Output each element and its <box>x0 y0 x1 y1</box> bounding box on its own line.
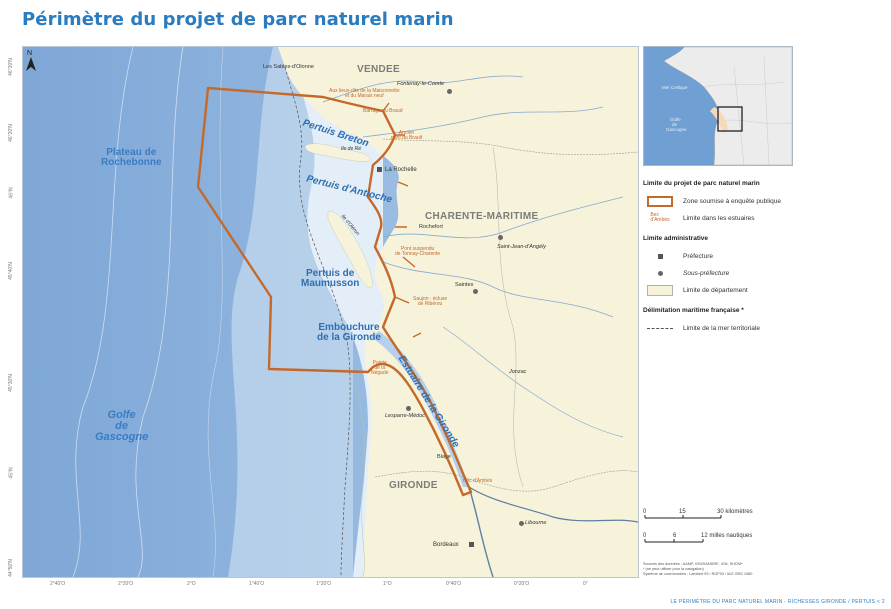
ile-de-re <box>305 143 371 162</box>
subprefecture-dot <box>447 89 452 94</box>
label-pertuis-maumusson: Pertuis de Maumusson <box>301 268 360 289</box>
svg-text:0: 0 <box>643 533 647 539</box>
legend-symbol-department <box>647 284 673 296</box>
prefecture-square <box>469 542 474 547</box>
label-ancien-pont: Ancien pont du Brault <box>391 130 423 141</box>
legend-title-admin: Limite administrative <box>643 235 709 242</box>
legend-title-park: Limite du projet de parc naturel marin <box>643 180 760 187</box>
svg-text:30 kilomètres: 30 kilomètres <box>717 509 753 515</box>
svg-text:15: 15 <box>679 509 686 515</box>
lat-label: 44°50'N <box>7 559 14 577</box>
lon-label: 0° <box>583 581 588 587</box>
inset-gascogne-2: de <box>672 122 678 127</box>
svg-text:Golfe de Gascogne: Golfe de Gascogne <box>666 117 687 132</box>
label-vendee: VENDEE <box>357 64 400 75</box>
lon-label: 0°20'O <box>514 581 530 587</box>
town-la-rochelle: La Rochelle <box>385 167 417 173</box>
label-golfe-gascogne: Golfe de Gascogne <box>95 409 149 443</box>
label-charente-maritime: CHARENTE-MARITIME <box>425 211 539 222</box>
prefecture-square <box>377 167 382 172</box>
town-blaye: Blaye <box>437 454 451 460</box>
legend-row-zone: Zone soumise à enquête publique <box>643 194 883 208</box>
subprefecture-dot <box>473 289 478 294</box>
legend-symbol-subprefecture <box>657 270 663 276</box>
territorial-sea-limit <box>284 66 351 577</box>
label-embouchure: Embouchure de la Gironde <box>317 322 381 343</box>
inset-gascogne-1: Golfe <box>670 117 681 122</box>
label-bec-ambes: Bec d'Ambès <box>463 478 493 484</box>
page-footer: LE PÉRIMÈTRE DU PARC NATUREL MARIN - RIC… <box>670 599 885 605</box>
subprefecture-dot <box>406 406 411 411</box>
label-negade: Pointe de la Négade <box>371 360 389 376</box>
label-gironde: GIRONDE <box>389 480 438 491</box>
lon-label: 2°20'O <box>118 581 134 587</box>
label-saujon: Saujon : écluse de Ribérou <box>413 296 448 307</box>
legend-row-prefecture: Préfecture <box>643 249 883 263</box>
dordogne-river <box>468 486 638 523</box>
ile-d-oleron <box>327 211 374 288</box>
scale-bar: 0 15 30 kilomètres 0 6 12 milles nautiqu… <box>643 504 803 554</box>
legend: Limite du projet de parc naturel marin Z… <box>643 180 883 345</box>
legend-symbol-estuary: Bec d'Ambès <box>650 211 670 223</box>
label-maisonnette: Aux lieux-dits de la Maisonnette et du M… <box>329 88 400 99</box>
lat-label: 46°N <box>8 187 15 199</box>
lat-label: 45°40'N <box>7 262 14 280</box>
lon-label: 1°40'O <box>249 581 265 587</box>
town-rochefort: Rochefort <box>419 224 443 230</box>
svg-text:Mer Celtique: Mer Celtique <box>662 85 688 90</box>
label-rochebonne: Plateau de Rochebonne <box>101 147 162 168</box>
inset-gascogne-3: Gascogne <box>666 127 687 132</box>
town-libourne: Libourne <box>525 520 547 526</box>
lat-label: 46°20'N <box>7 124 14 142</box>
legend-symbol-zone <box>647 195 673 207</box>
subprefecture-dot <box>498 235 503 240</box>
town-saintes: Saintes <box>455 282 474 288</box>
main-map[interactable]: Plateau de Rochebonne Golfe de Gascogne … <box>22 46 639 578</box>
page-title: Périmètre du projet de parc naturel mari… <box>22 9 454 30</box>
legend-row-estuary: Bec d'Ambès Limite dans les estuaires <box>650 211 755 223</box>
lon-label: 0°40'O <box>446 581 462 587</box>
coastal-shallows <box>293 47 383 577</box>
mainland <box>278 47 638 577</box>
park-perimeter <box>196 86 473 497</box>
legend-row-territorial: Limite de la mer territoriale <box>643 321 883 335</box>
town-lesparre: Lesparre-Médoc <box>385 413 426 419</box>
inset-frame <box>717 106 743 132</box>
svg-text:6: 6 <box>673 533 677 539</box>
north-arrow-icon: N <box>26 50 36 71</box>
label-ile-de-re: Ile de Ré <box>341 146 362 152</box>
inset-map: Mer Celtique Golfe de Gascogne <box>643 46 793 166</box>
subprefecture-dot <box>519 521 524 526</box>
lat-label: 45°N <box>8 467 15 479</box>
lon-label: 2°40'O <box>50 581 66 587</box>
lat-label: 46°30'N <box>7 58 14 76</box>
town-fontenay: Fontenay-le-Comte <box>397 81 445 87</box>
lon-label: 1°O <box>383 581 392 587</box>
legend-symbol-prefecture <box>657 253 663 259</box>
legend-symbol-territorial <box>647 327 673 329</box>
garonne-river <box>468 486 494 577</box>
map-svg <box>23 47 638 577</box>
legend-row-department: Limite de département <box>643 283 883 297</box>
town-st-jean: Saint-Jean-d'Angély <box>497 244 547 250</box>
svg-text:N: N <box>27 50 32 57</box>
estuary-water <box>371 331 469 487</box>
svg-text:0: 0 <box>643 509 647 515</box>
legend-row-subprefecture: Sous-préfecture <box>643 266 883 280</box>
svg-text:12 milles nautiques: 12 milles nautiques <box>701 533 752 539</box>
lat-label: 45°30'N <box>7 374 14 392</box>
town-bordeaux: Bordeaux <box>433 542 459 548</box>
lon-label: 2°O <box>187 581 196 587</box>
town-jonzac: Jonzac <box>509 369 527 375</box>
legend-title-maritime: Délimitation maritime française * <box>643 307 744 314</box>
label-barrage-braud: Barrage du Braud <box>363 108 403 114</box>
source-notes: Sources des données : AAMP, IGN/SANDRE, … <box>643 562 753 576</box>
label-tonnay: Pont suspendu de Tonnay-Charente <box>395 246 441 257</box>
lon-label: 1°20'O <box>316 581 332 587</box>
town-sables: Les Sables-d'Olonne <box>263 64 314 70</box>
